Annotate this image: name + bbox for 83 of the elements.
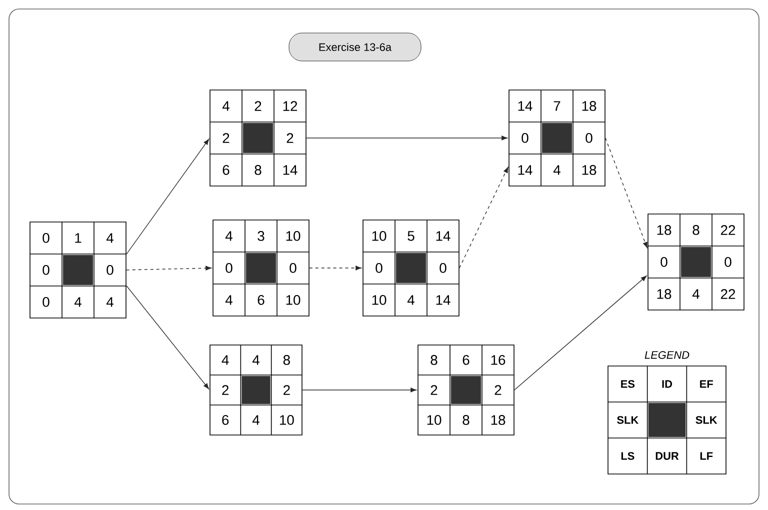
cell-text: 18 (582, 101, 596, 111)
cell-text: 4 (106, 233, 114, 243)
cell-text: 4 (692, 289, 700, 299)
cell-text: ES (621, 380, 635, 388)
cell-text: 18 (657, 225, 672, 235)
cell-text: 18 (657, 289, 672, 299)
cell-text: 4 (252, 415, 260, 425)
cell-text: 16 (491, 355, 506, 365)
cell-text: 2 (286, 133, 294, 143)
cell-text: 0 (42, 233, 50, 243)
cell-text: 0 (660, 257, 668, 267)
arrow (126, 138, 210, 255)
cell-text: 1 (75, 233, 82, 243)
cell-text: 4 (74, 297, 82, 307)
arrow (126, 285, 210, 390)
cell-text: 22 (720, 289, 736, 299)
cell-text: 7 (554, 101, 560, 111)
arrow (514, 276, 647, 390)
cell-text: SLK (617, 416, 639, 424)
cell-text: 4 (252, 355, 260, 365)
cell-text: 0 (42, 265, 50, 275)
legend-heading: LEGEND (644, 351, 690, 359)
cell-text: 4 (222, 355, 229, 365)
arrow (459, 166, 508, 268)
cell-text: SLK (696, 416, 718, 424)
cell-text: LF (700, 452, 713, 460)
cell-text: 4 (225, 231, 232, 241)
arrow (302, 388, 416, 392)
cell-text: 0 (440, 263, 446, 273)
cell-text: 10 (372, 231, 386, 241)
cell-text: 0 (106, 265, 114, 275)
cell-text: LS (621, 452, 634, 460)
cell-text: 0 (522, 133, 528, 143)
cell-text: ID (662, 380, 672, 388)
cell-text: 10 (286, 231, 300, 241)
arrow (309, 266, 362, 270)
cell-text: 8 (462, 415, 470, 425)
cell-text: 0 (376, 263, 382, 273)
cell-text: 4 (407, 295, 414, 305)
cell-text: 6 (222, 165, 230, 175)
cell-text: 8 (283, 355, 290, 365)
cell-text: 8 (692, 225, 700, 235)
cell-text: 0 (586, 133, 592, 143)
cell-text: 4 (553, 165, 560, 175)
cell-text: 6 (258, 295, 264, 305)
cell-text: 2 (222, 133, 230, 143)
cell-text: 18 (582, 165, 596, 175)
arrow (126, 266, 212, 270)
cell-text: 14 (518, 165, 532, 175)
cell-text: 10 (280, 415, 294, 425)
cell-text: 10 (427, 415, 442, 425)
cell-text: 2 (430, 385, 438, 395)
cell-text: 2 (284, 385, 290, 395)
cell-text: 8 (254, 165, 262, 175)
cell-text: 6 (222, 415, 229, 425)
cell-text: 0 (42, 297, 50, 307)
cell-text: EF (700, 380, 713, 388)
cell-text: 4 (225, 295, 232, 305)
cell-text: 5 (408, 231, 414, 241)
cell-text: 10 (286, 295, 300, 305)
arrow (306, 136, 508, 140)
arrow (605, 138, 648, 248)
cell-text: 12 (283, 101, 298, 111)
cell-text: 14 (283, 165, 298, 175)
cell-text: 14 (518, 101, 532, 111)
cell-text: 6 (462, 355, 470, 365)
cell-text: 8 (430, 355, 438, 365)
cell-text: 2 (222, 385, 229, 395)
cell-text: 14 (436, 295, 450, 305)
cell-text: 14 (436, 231, 450, 241)
cell-text: DUR (656, 452, 679, 460)
cell-text: 3 (258, 231, 264, 241)
cell-text: 4 (222, 101, 230, 111)
cell-text: 18 (491, 415, 506, 425)
cell-text: 0 (724, 257, 732, 267)
cell-text: 4 (106, 297, 114, 307)
cell-text: 0 (226, 263, 232, 273)
cell-text: 10 (372, 295, 386, 305)
cell-text: 0 (290, 263, 296, 273)
cell-text: 2 (494, 385, 502, 395)
cell-text: 22 (720, 225, 736, 235)
title-pill: Exercise 13-6a (288, 32, 422, 62)
cell-text: 2 (254, 101, 262, 111)
